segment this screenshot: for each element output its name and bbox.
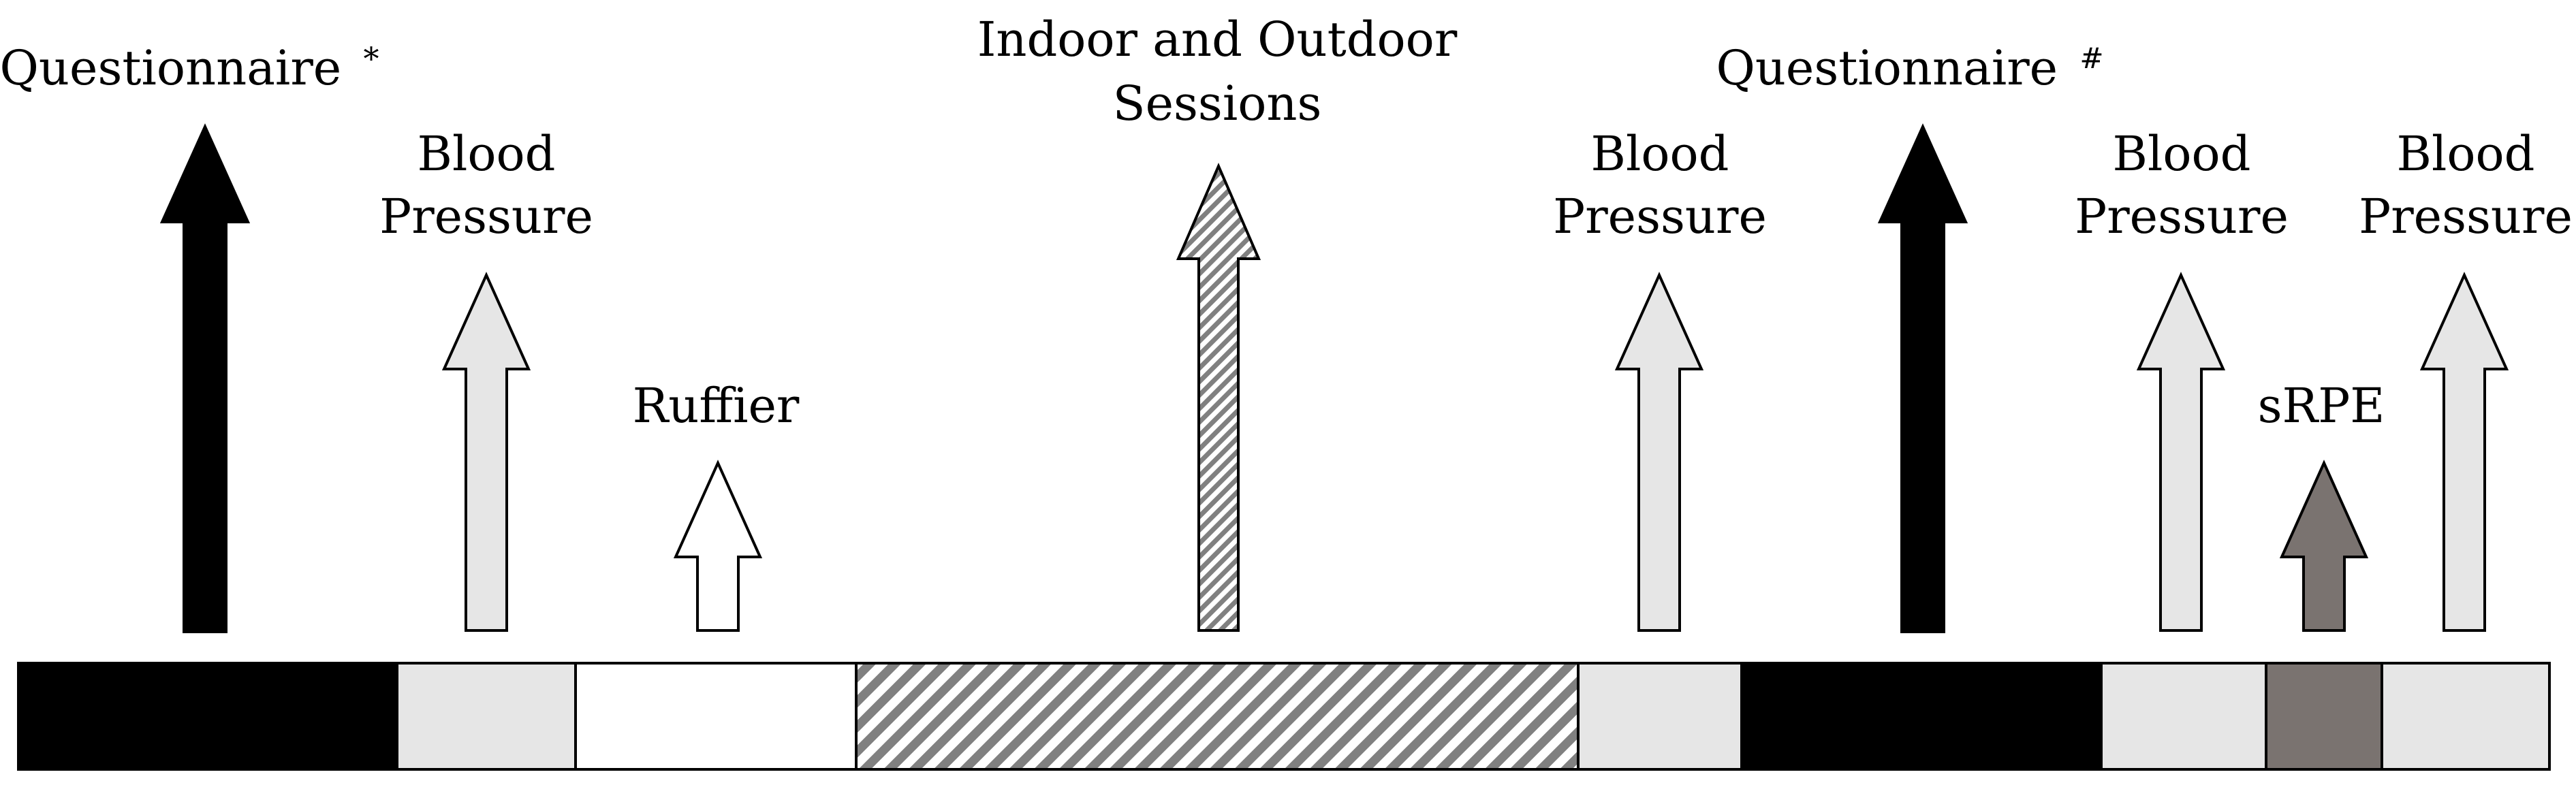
label-blood-pressure-1-line2: Pressure: [379, 189, 593, 244]
timeline-segment-blood-pressure-2: [1577, 662, 1743, 771]
label-blood-pressure-4-line2: Pressure: [2359, 189, 2573, 244]
timeline-segment-questionnaire-post: [1740, 662, 2103, 771]
label-blood-pressure-3-line1: Blood: [2113, 126, 2251, 182]
label-blood-pressure-1-line1: Blood: [418, 126, 556, 182]
label-blood-pressure-4-line1: Blood: [2397, 126, 2535, 182]
arrow-questionnaire-pre: [159, 123, 251, 633]
label-ruffier: Ruffier: [633, 378, 800, 434]
label-questionnaire-post-text: Questionnaire: [1716, 40, 2058, 96]
label-blood-pressure-3-line2: Pressure: [2075, 189, 2289, 244]
timeline-segment-blood-pressure-3: [2100, 662, 2267, 771]
arrow-blood-pressure-2: [1614, 272, 1704, 632]
arrow-srpe: [2279, 460, 2369, 632]
label-sessions-line1: Indoor and Outdoor: [977, 12, 1458, 67]
arrows: [159, 123, 2509, 633]
timeline-segment-ruffier: [574, 662, 858, 771]
label-blood-pressure-2-line1: Blood: [1591, 126, 1729, 182]
arrow-sessions: [1176, 162, 1261, 632]
timeline-segment-sessions: [855, 662, 1580, 771]
label-sessions-line2: Sessions: [1113, 76, 1322, 131]
timeline-segment-blood-pressure-4: [2381, 662, 2551, 771]
label-blood-pressure-2-line2: Pressure: [1553, 189, 1767, 244]
arrow-questionnaire-post: [1877, 123, 1968, 633]
label-questionnaire-post-mark: #: [2079, 42, 2103, 75]
timeline-segment-srpe: [2265, 662, 2383, 771]
label-srpe: sRPE: [2258, 378, 2385, 434]
arrow-ruffier: [673, 460, 763, 632]
arrow-blood-pressure-4: [2419, 272, 2509, 632]
label-questionnaire-post: Questionnaire #: [1716, 40, 2103, 96]
timeline-segment-blood-pressure-1: [396, 662, 577, 771]
label-questionnaire-pre: Questionnaire *: [0, 40, 379, 96]
labels: Questionnaire * Blood Pressure Ruffier I…: [0, 12, 2573, 434]
label-questionnaire-pre-text: Questionnaire: [0, 40, 341, 96]
timeline-bar: [17, 662, 2551, 771]
arrow-blood-pressure-3: [2136, 272, 2226, 632]
label-questionnaire-pre-mark: *: [363, 40, 379, 77]
arrow-blood-pressure-1: [441, 272, 531, 632]
timeline-segment-questionnaire-pre: [17, 662, 398, 771]
